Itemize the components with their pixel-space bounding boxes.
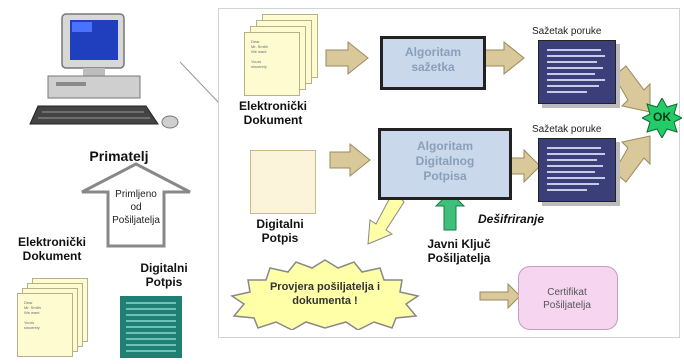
arrow-algo-to-digest [509, 148, 541, 184]
verify-burst [230, 259, 420, 330]
hash-algorithm-label: Algoritam sažetka [404, 45, 461, 74]
verify-label: Provjera pošiljatelja i dokumenta ! [269, 281, 381, 307]
left-document-label: Elektronički Dokument [17, 235, 87, 263]
panel-signature-icon [250, 150, 316, 214]
public-key-label: Javni Ključ Pošiljatelja [427, 237, 491, 265]
decrypt-label: Dešifriranje [478, 212, 545, 226]
arrow-sig-to-algo [329, 142, 371, 178]
panel-signature-label: Digitalni Potpis [256, 217, 304, 245]
signature-algorithm-box: Algoritam Digitalnog Potpisa [378, 128, 512, 200]
ok-label: OK [653, 110, 671, 124]
decrypt-arrow [434, 191, 466, 231]
received-arrow [81, 162, 191, 248]
arrows-layer [325, 40, 651, 310]
zoom-connector [180, 61, 221, 105]
arrow-doc-to-hash [325, 40, 369, 76]
certificate-box [518, 266, 618, 330]
computer-icon [29, 13, 179, 129]
signature-algorithm-label: Algoritam Digitalnog Potpisa [415, 139, 475, 183]
hash-algorithm-box: Algoritam sažetka [380, 36, 486, 90]
digest-title-2: Sažetak poruke [532, 124, 602, 135]
digest-title-1: Sažetak poruke [532, 26, 602, 37]
recipient-label: Primatelj [89, 148, 149, 164]
received-arrow-text: Primljeno od Pošiljatelja [112, 189, 160, 226]
panel-document-label: Elektronički Dokument [238, 99, 308, 127]
digest-block-1 [538, 40, 616, 104]
arrow-digest1-to-ok [613, 65, 651, 113]
arrow-hash-to-digest [483, 40, 525, 76]
arrow-cert-to-key [479, 282, 521, 310]
left-signature-icon [120, 296, 182, 358]
ok-badge [642, 98, 682, 138]
left-signature-label: Digitalni Potpis [140, 261, 188, 289]
arrow-digest2-to-ok [613, 135, 651, 183]
arrow-to-verify [367, 189, 405, 245]
digest-block-2 [538, 138, 616, 202]
certificate-label: Certifikat Pošiljatelja [543, 287, 591, 311]
